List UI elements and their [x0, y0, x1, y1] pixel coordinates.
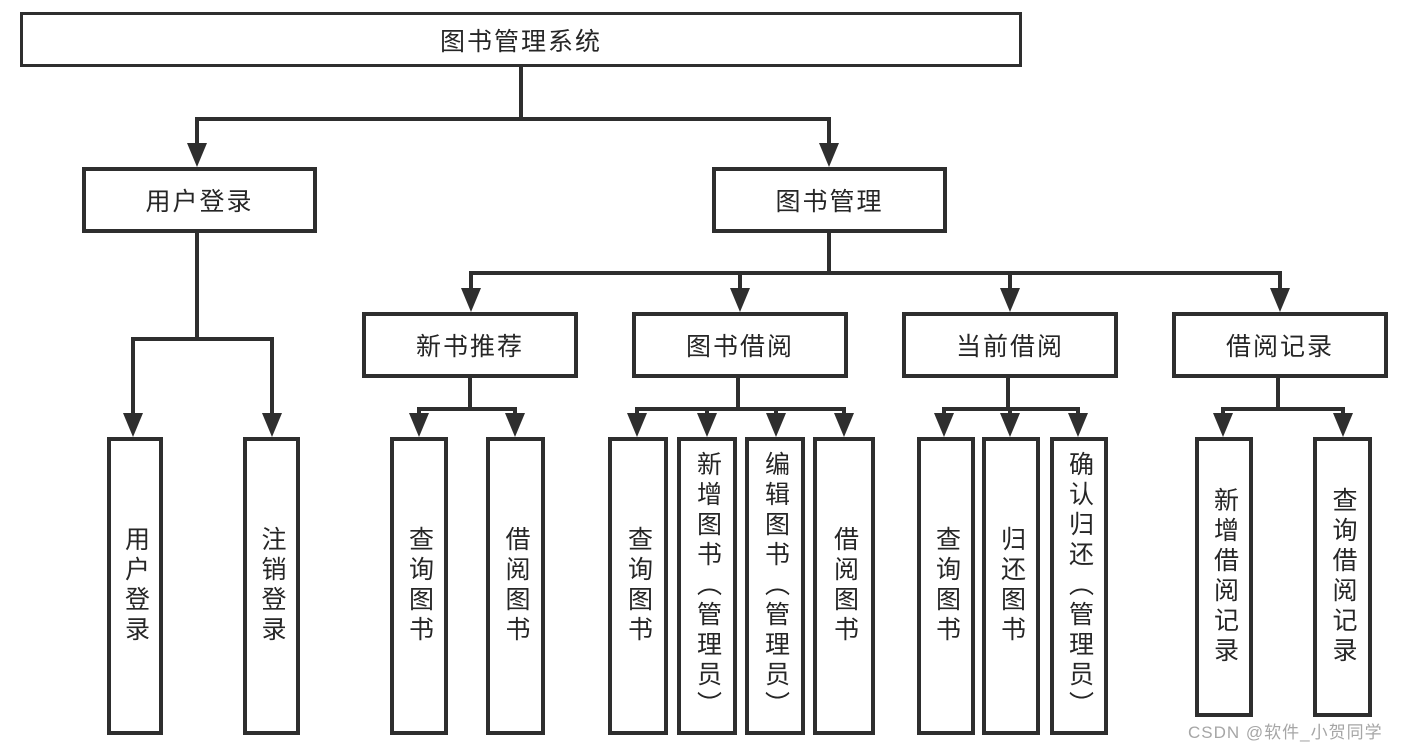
node-user-login: 用户登录 — [82, 167, 317, 233]
node-label: 编辑图书（管理员） — [761, 451, 790, 721]
node-current-borrowing: 当前借阅 — [902, 312, 1118, 378]
arrow-down-icon — [819, 117, 839, 167]
connector — [131, 337, 274, 341]
node-label: 图书管理 — [775, 188, 884, 216]
node-book-management: 图书管理 — [712, 167, 947, 233]
node-label: 借阅图书 — [830, 526, 859, 646]
node-label: 借阅图书 — [502, 526, 530, 646]
node-label: 用户登录 — [145, 188, 254, 216]
node-label: 新书推荐 — [415, 333, 524, 361]
node-edit-books-admin: 编辑图书（管理员） — [745, 437, 805, 735]
node-query-books-recommend: 查询图书 — [390, 437, 448, 735]
connector — [635, 407, 846, 411]
connector — [827, 231, 831, 273]
node-query-borrow-record: 查询借阅记录 — [1313, 437, 1372, 717]
node-add-books-admin: 新增图书（管理员） — [677, 437, 737, 735]
node-label: 用户登录 — [121, 526, 150, 646]
node-label: 新增图书（管理员） — [693, 451, 722, 721]
arrow-down-icon — [1333, 407, 1353, 437]
arrow-down-icon — [262, 337, 282, 437]
node-label: 图书借阅 — [685, 333, 794, 361]
node-label: 归还图书 — [997, 526, 1026, 646]
connector — [468, 376, 472, 409]
connector — [736, 376, 740, 409]
connector — [1276, 376, 1280, 409]
node-confirm-return-admin: 确认归还（管理员） — [1050, 437, 1108, 735]
arrow-down-icon — [1000, 271, 1020, 312]
arrow-down-icon — [766, 407, 786, 437]
node-new-book-recommendation: 新书推荐 — [362, 312, 578, 378]
node-label: 查询图书 — [624, 526, 653, 646]
node-label: 当前借阅 — [955, 333, 1064, 361]
node-label: 图书管理系统 — [439, 27, 602, 56]
node-label: 确认归还（管理员） — [1065, 451, 1094, 721]
arrow-down-icon — [934, 407, 954, 437]
node-logout-leaf: 注销登录 — [243, 437, 300, 735]
arrow-down-icon — [187, 117, 207, 167]
arrow-down-icon — [730, 271, 750, 312]
arrow-down-icon — [409, 407, 429, 437]
node-add-borrow-record: 新增借阅记录 — [1195, 437, 1253, 717]
arrow-down-icon — [697, 407, 717, 437]
connector — [519, 67, 523, 119]
arrow-down-icon — [1000, 407, 1020, 437]
arrow-down-icon — [834, 407, 854, 437]
csdn-watermark: CSDN @软件_小贺同学 — [1188, 723, 1383, 742]
connector — [417, 407, 517, 411]
node-return-books: 归还图书 — [982, 437, 1040, 735]
node-label: 新增借阅记录 — [1210, 487, 1239, 667]
arrow-down-icon — [1213, 407, 1233, 437]
node-borrow-books-recommend: 借阅图书 — [486, 437, 545, 735]
node-borrowing-records: 借阅记录 — [1172, 312, 1388, 378]
arrow-down-icon — [627, 407, 647, 437]
node-label: 查询图书 — [932, 526, 961, 646]
arrow-down-icon — [505, 407, 525, 437]
node-label: 查询借阅记录 — [1329, 487, 1357, 667]
connector — [469, 271, 1282, 275]
node-library-management-system: 图书管理系统 — [20, 12, 1022, 67]
node-user-login-leaf: 用户登录 — [107, 437, 163, 735]
connector — [1221, 407, 1345, 411]
node-label: 借阅记录 — [1225, 333, 1334, 361]
node-query-books-current: 查询图书 — [917, 437, 975, 735]
node-borrow-books-leaf: 借阅图书 — [813, 437, 875, 735]
connector — [195, 117, 831, 121]
connector — [195, 231, 199, 339]
node-label: 查询图书 — [405, 526, 434, 646]
node-label: 注销登录 — [258, 526, 286, 646]
node-query-books-borrowing: 查询图书 — [608, 437, 668, 735]
arrow-down-icon — [1068, 407, 1088, 437]
arrow-down-icon — [1270, 271, 1290, 312]
arrow-down-icon — [123, 337, 143, 437]
arrow-down-icon — [461, 271, 481, 312]
node-book-borrowing: 图书借阅 — [632, 312, 848, 378]
connector — [1006, 376, 1010, 409]
